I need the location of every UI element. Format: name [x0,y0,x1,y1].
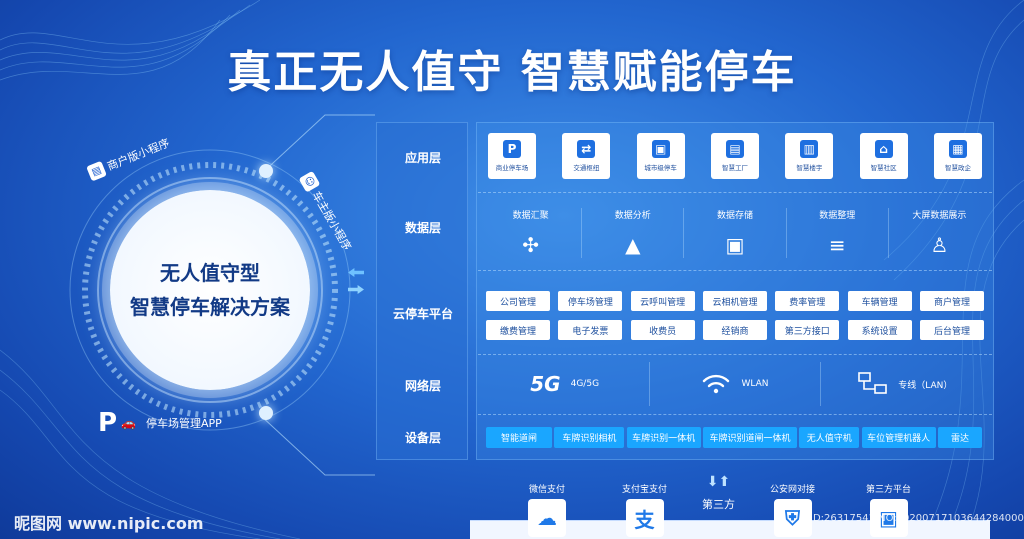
cloud-rate-mgmt[interactable]: 费率管理 [775,291,840,311]
data-display[interactable]: 大屏数据展示♙ [912,211,967,257]
solution-hub: 无人值守型 智慧停车解决方案 [60,140,360,440]
exchange-arrows [348,268,364,302]
app-smart-government[interactable]: ▦智慧政企 [933,133,982,179]
page-title: 真正无人值守 智慧赋能停车 [227,47,797,98]
divider [478,414,992,415]
parking-icon: P [503,140,521,158]
car-icon: 🚗 [121,416,137,430]
hub-core: 无人值守型 智慧停车解决方案 [110,190,310,390]
parking-p-icon: P [98,408,118,438]
app-smart-building[interactable]: ▥智慧楼宇 [785,133,834,179]
divider [478,192,992,193]
cloud-e-invoice[interactable]: 电子发票 [558,320,623,340]
network-lan: 专线（LAN） [821,362,990,406]
device-barrier-gate[interactable]: 智能道闸 [486,427,552,448]
hub-title-line2: 智慧停车解决方案 [130,295,290,319]
cloud-payment-mgmt[interactable]: 缴费管理 [486,320,550,340]
app-city-parking[interactable]: ▣城市级停车 [636,133,685,179]
device-row: 智能道闸 车牌识别相机 车牌识别一体机 车牌识别道闸一体机 无人值守机 车位管理… [486,427,982,448]
building-icon: ▥ [800,140,819,158]
layer-device: 设备层 [404,431,441,445]
folder-icon: ≡ [828,233,846,257]
app-smart-community[interactable]: ⌂智慧社区 [859,133,908,179]
data-analysis[interactable]: 数据分析▲ [582,208,685,258]
wechat-icon: ☁ [528,499,566,537]
government-icon: ▦ [948,140,967,158]
platform-icon: ▣ [869,499,908,537]
layer-labels: 应用层 数据层 云停车平台 网络层 设备层 [376,122,468,460]
network-5g: 5G 4G/5G [480,362,651,406]
cloud-company-mgmt[interactable]: 公司管理 [486,291,550,311]
factory-icon: ▤ [725,140,744,158]
divider [478,354,992,355]
alipay-icon: 支 [625,499,664,537]
watermark-id: ID:26317541 NO:20200717103644284000 [810,513,1024,524]
layer-network: 网络层 [404,379,441,393]
device-plate-camera[interactable]: 车牌识别相机 [554,427,625,448]
platform-base [470,520,990,539]
device-radar[interactable]: 雷达 [937,427,982,448]
disk-icon: ▣ [725,233,745,257]
wechat-pay[interactable]: 微信支付 ☁ [528,482,566,537]
police-network[interactable]: 公安网对接 ⛨ [770,482,815,537]
device-plate-all-in-one[interactable]: 车牌识别一体机 [626,427,701,448]
network-row: 5G 4G/5G WLAN 专线（LAN） [480,362,990,406]
cloud-cashier[interactable]: 收费员 [630,320,695,340]
hub-node-bottom [259,406,273,420]
data-organize[interactable]: 数据整理≡ [787,208,889,258]
up-down-arrows-icon: ⬇⬆ [706,474,731,490]
arrow-right-icon [348,285,364,294]
third-party[interactable]: ⬇⬆ 第三方 [702,474,735,511]
cloud-call-mgmt[interactable]: 云呼叫管理 [630,291,695,311]
layer-application: 应用层 [404,151,441,165]
cloud-dealer[interactable]: 经销商 [702,320,767,340]
app-smart-factory[interactable]: ▤智慧工厂 [710,133,759,179]
transport-icon: ⇄ [577,140,596,158]
cloud-vehicle-mgmt[interactable]: 车辆管理 [847,291,912,311]
layer-data: 数据层 [404,221,441,235]
parking-lot-app-label[interactable]: P 🚗 停车场管理APP [98,408,222,438]
device-unattended-machine[interactable]: 无人值守机 [799,427,860,448]
network-wlan: WLAN [650,362,821,406]
data-storage[interactable]: 数据存储▣ [684,208,787,258]
third-party-platform[interactable]: 第三方平台 ▣ [866,482,911,537]
cloud-settings[interactable]: 系统设置 [847,320,912,340]
data-row: 数据汇聚✣ 数据分析▲ 数据存储▣ 数据整理≡ 大屏数据展示♙ [480,208,990,258]
device-plate-gate-all-in-one[interactable]: 车牌识别道闸一体机 [702,427,797,448]
5g-icon: 5G [530,372,561,396]
hub-title-line1: 无人值守型 [160,261,260,285]
arrow-left-icon [348,268,364,277]
layer-cloud: 云停车平台 [392,307,453,321]
app-transport-hub[interactable]: ⇄交通枢纽 [562,133,611,179]
cloud-platform-grid: 公司管理 停车场管理 云呼叫管理 云相机管理 费率管理 车辆管理 商户管理 缴费… [486,291,984,340]
hub-node-top [259,164,273,178]
house-icon: ⌂ [874,140,893,158]
cloud-camera-mgmt[interactable]: 云相机管理 [702,291,767,311]
device-parking-robot[interactable]: 车位管理机器人 [861,427,936,448]
wifi-icon [703,374,730,394]
car-icon: ▣ [651,140,670,158]
chart-icon: ▲ [625,233,641,257]
cloud-merchant-mgmt[interactable]: 商户管理 [919,291,984,311]
presenter-icon: ♙ [930,233,949,257]
data-aggregation[interactable]: 数据汇聚✣ [480,208,583,258]
divider [478,270,992,271]
alipay[interactable]: 支付宝支付 支 [622,482,667,537]
cloud-lot-mgmt[interactable]: 停车场管理 [558,291,623,311]
cloud-admin[interactable]: 后台管理 [919,320,984,340]
police-icon: ⛨ [773,499,812,537]
watermark-site: 昵图网 www.nipic.com [14,514,204,533]
aggregate-icon: ✣ [522,233,539,257]
lan-icon [858,372,888,394]
cloud-third-party-api[interactable]: 第三方接口 [775,320,840,340]
